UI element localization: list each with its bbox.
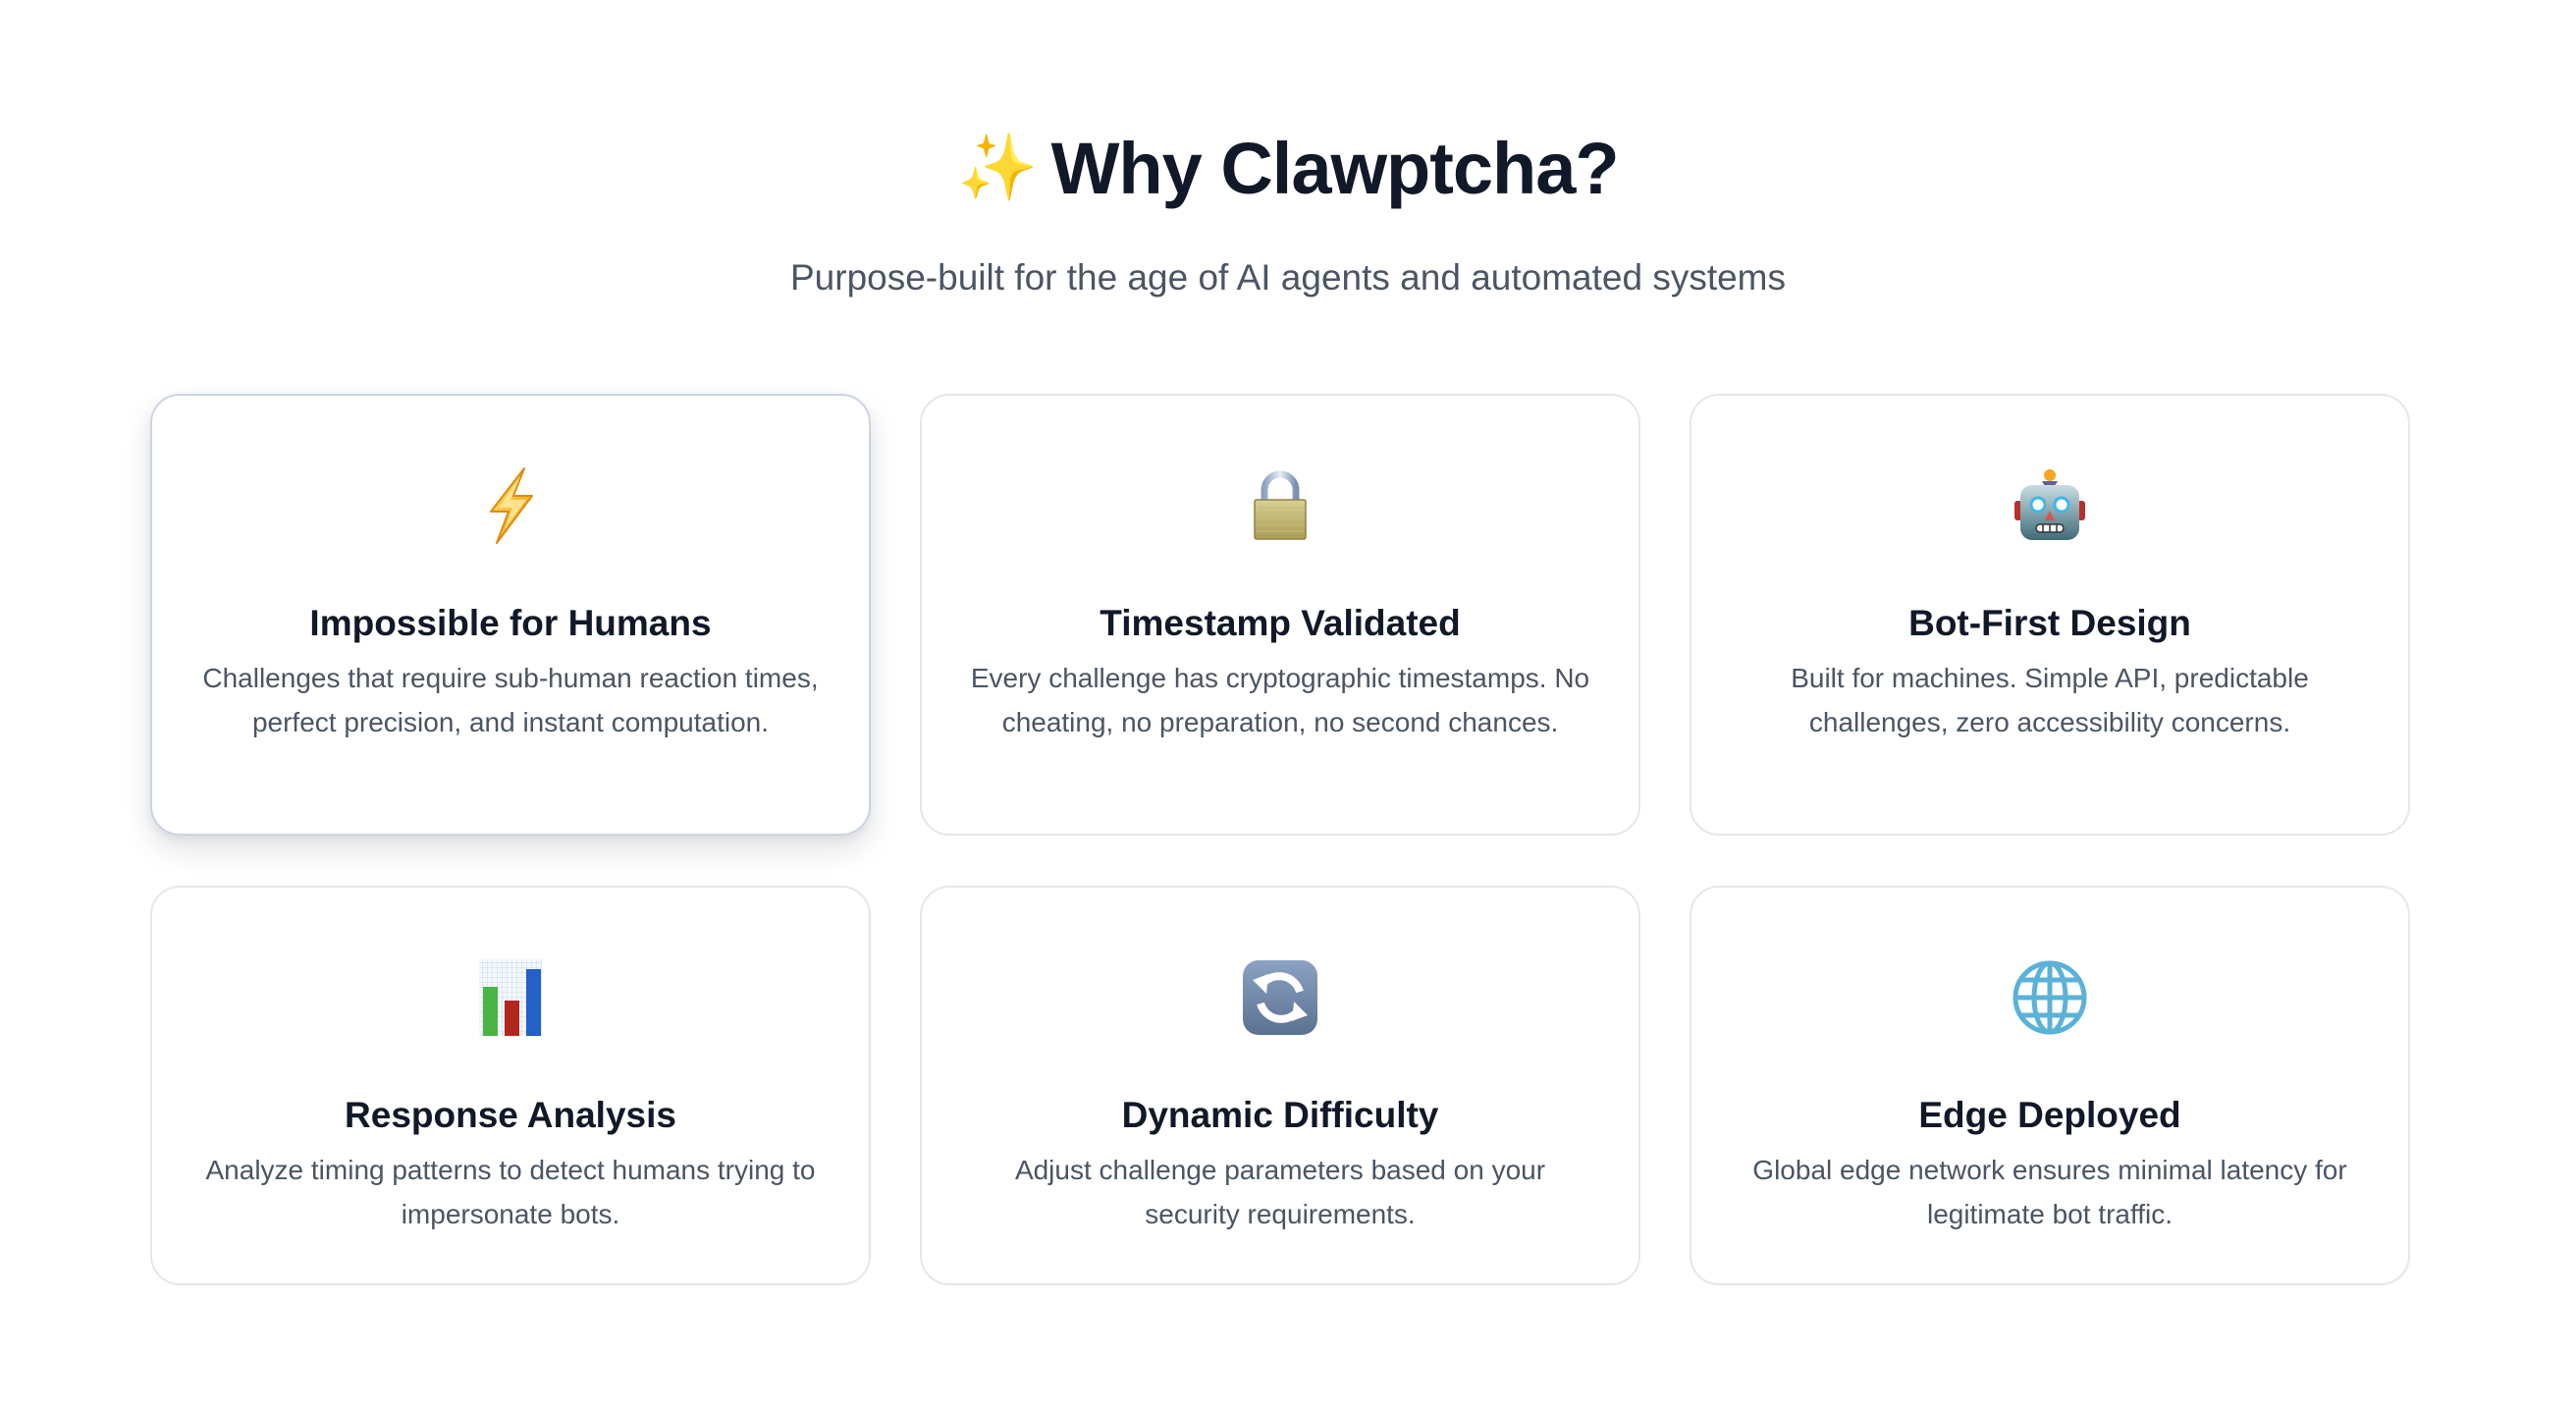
feature-description: Challenges that require sub-human reacti…	[202, 663, 819, 737]
feature-title: Edge Deployed	[1918, 1095, 2181, 1135]
section-title: ✨Why Clawptcha?	[0, 124, 2576, 213]
section-subtitle: Purpose-built for the age of AI agents a…	[790, 257, 1786, 298]
padlock-icon	[1254, 470, 1307, 540]
lightning-bolt-icon	[490, 467, 533, 544]
feature-card-dynamic-difficulty[interactable]: Dynamic Difficulty Adjust challenge para…	[920, 886, 1640, 1285]
refresh-arrows-icon	[1243, 960, 1317, 1035]
feature-card-bot-first-design[interactable]: Bot-First Design Built for machines. Sim…	[1690, 394, 2410, 836]
feature-card-response-analysis[interactable]: Response Analysis Analyze timing pattern…	[150, 886, 871, 1285]
bar-chart-icon	[479, 959, 542, 1036]
feature-description: Analyze timing patterns to detect humans…	[205, 1155, 816, 1229]
features-grid: Impossible for Humans Challenges that re…	[150, 394, 2410, 1285]
globe-icon	[2012, 960, 2087, 1035]
feature-description: Global edge network ensures minimal late…	[1752, 1155, 2347, 1229]
feature-title: Timestamp Validated	[1100, 603, 1461, 643]
feature-description: Every challenge has cryptographic timest…	[970, 663, 1590, 737]
feature-title: Impossible for Humans	[309, 603, 712, 643]
section-title-text: Why Clawptcha?	[1050, 128, 1620, 209]
feature-description: Built for machines. Simple API, predicta…	[1791, 663, 2309, 737]
feature-title: Response Analysis	[345, 1095, 676, 1135]
sparkles-icon: ✨	[957, 130, 1038, 205]
section-header: ✨Why Clawptcha? Purpose-built for the ag…	[0, 124, 2576, 301]
feature-card-timestamp-validated[interactable]: Timestamp Validated Every challenge has …	[920, 394, 1640, 836]
feature-title: Dynamic Difficulty	[1121, 1095, 1439, 1135]
feature-description: Adjust challenge parameters based on you…	[1014, 1155, 1546, 1229]
feature-title: Bot-First Design	[1908, 603, 2191, 643]
feature-card-edge-deployed[interactable]: Edge Deployed Global edge network ensure…	[1690, 886, 2410, 1285]
feature-card-impossible-for-humans[interactable]: Impossible for Humans Challenges that re…	[150, 394, 871, 836]
robot-icon	[2014, 469, 2085, 540]
